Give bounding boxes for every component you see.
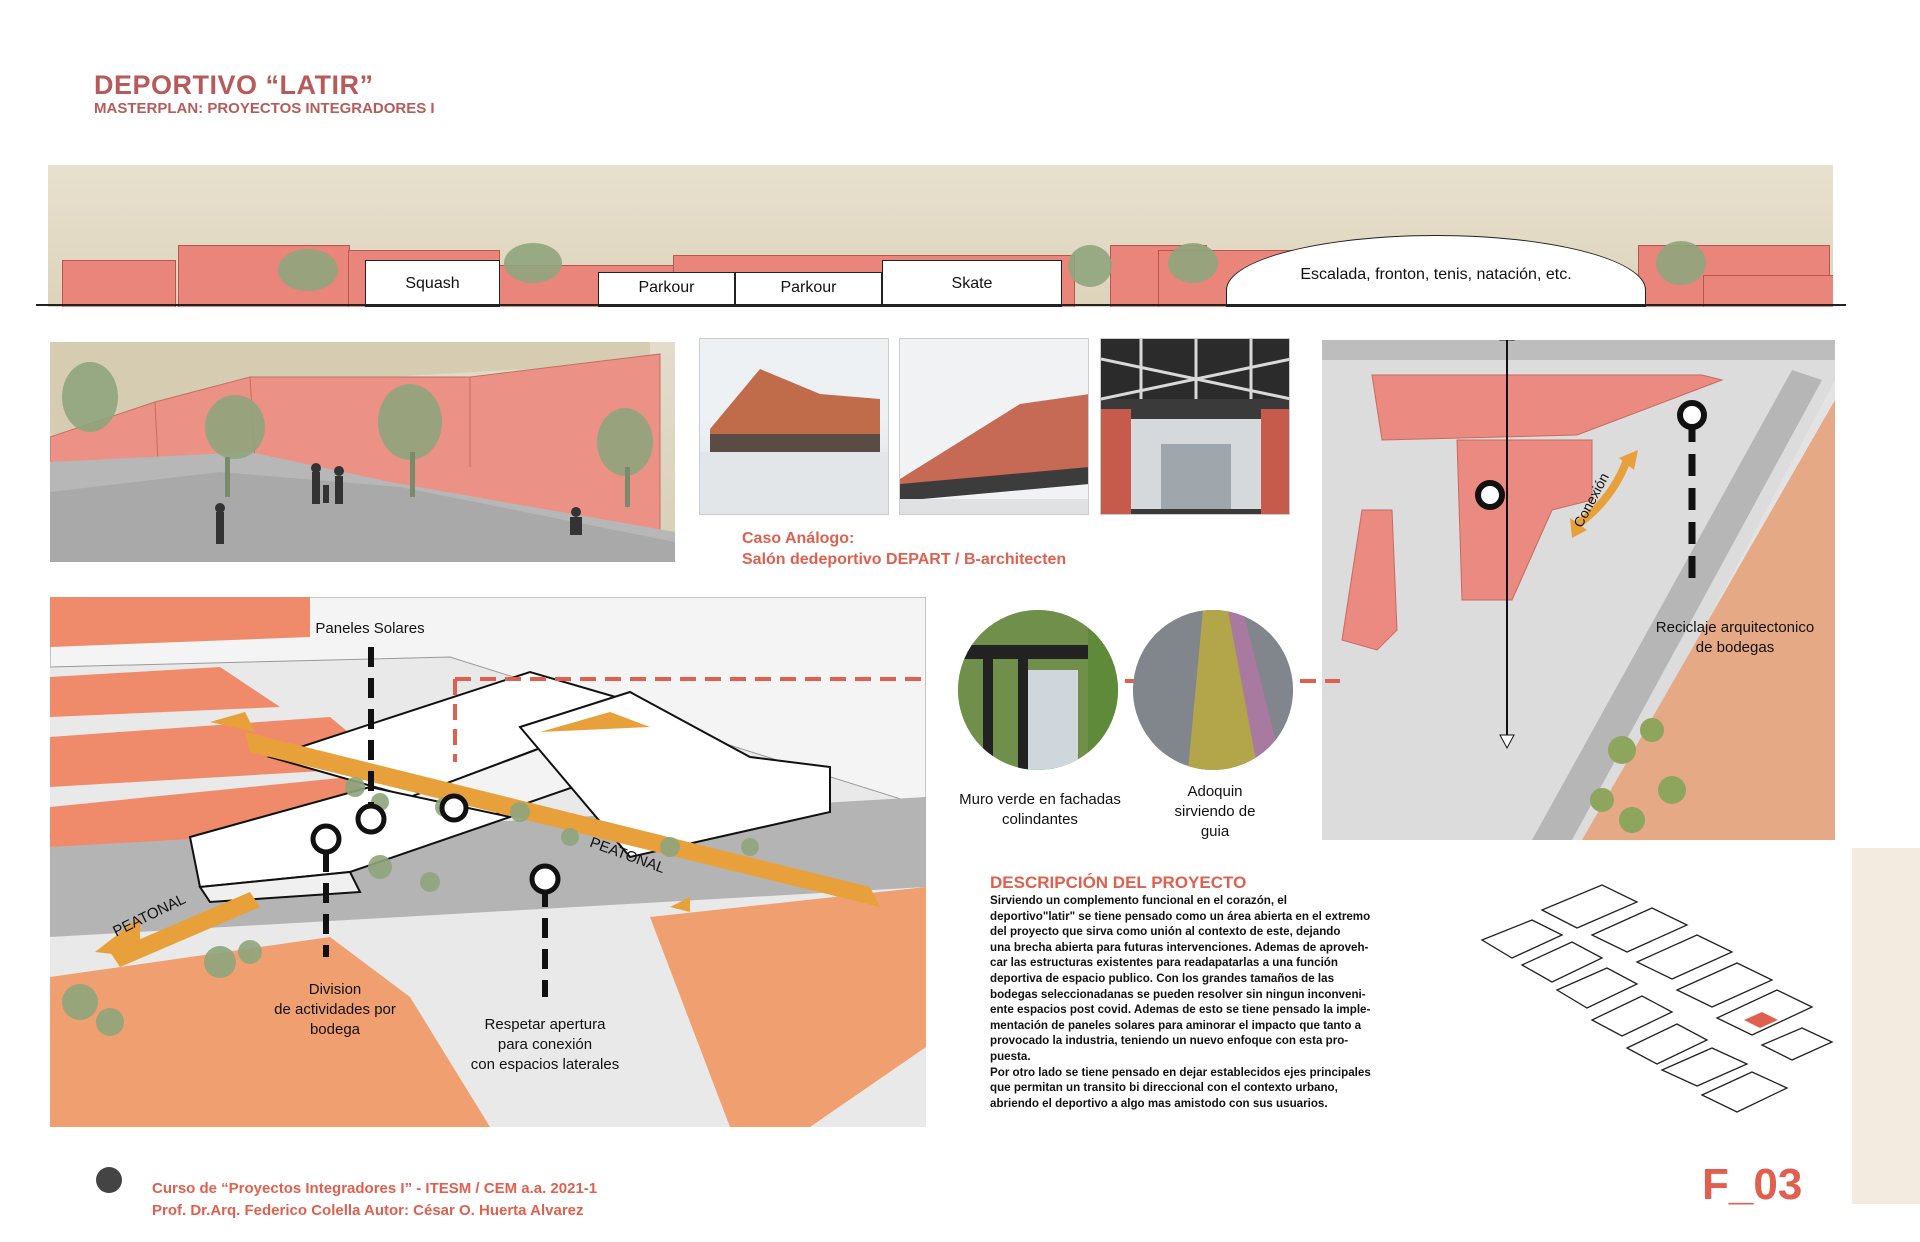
elevation-drawing: Squash Parkour Parkour Skate Escalada, f… (48, 165, 1833, 307)
site-plan-drawing (1322, 340, 1835, 840)
description-line: del proyecto que sirva como unión al con… (990, 925, 1341, 939)
photo-drawing (900, 394, 1088, 514)
respetar-line: con espacios laterales (470, 1056, 620, 1073)
reciclaje-line: de bodegas (1695, 639, 1775, 656)
muro-line: colindantes (1002, 811, 1078, 828)
tree (504, 243, 562, 283)
caso-analogo-line2: Salón dedeportivo DEPART / B-architecten (742, 551, 1067, 568)
footer-authors: Prof. Dr.Arq. Federico Colella Autor: Cé… (152, 1202, 584, 1219)
description-line: Por otro lado se tiene pensado en dejar … (990, 1065, 1371, 1079)
description-line: bodegas seleccionadanas se pueden resolv… (990, 987, 1366, 1001)
perspective-drawing (50, 342, 675, 562)
division-line: bodega (309, 1021, 361, 1038)
division-line: Division (308, 981, 362, 998)
footer-course: Curso de “Proyectos Integradores I” - IT… (152, 1180, 598, 1197)
page-title: DEPORTIVO “LATIR” (94, 70, 374, 100)
description-heading: DESCRIPCIÓN DEL PROYECTO (990, 873, 1247, 892)
caso-analogo-caption: Caso Análogo: Salón dedeportivo DEPART /… (742, 528, 1066, 570)
muro-line: Muro verde en fachadas (959, 791, 1121, 808)
volume-parkour-1: Parkour (598, 272, 735, 307)
reciclaje-label: Reciclaje arquitectonico de bodegas (1640, 618, 1830, 658)
photo-depart-exterior (699, 338, 889, 515)
volume-parkour-2: Parkour (735, 272, 882, 307)
adoquin-line: Adoquin (1187, 783, 1243, 800)
adoquin-line: guia (1200, 823, 1230, 840)
axonometric-drawing: Paneles Solares PEATONAL PEATONAL Divisi… (50, 597, 926, 1127)
photo-drawing (958, 610, 1118, 770)
photo-drawing (1101, 339, 1289, 514)
photo-drawing (700, 369, 888, 514)
urban-context-diagram (1480, 884, 1834, 1113)
side-decoration (1852, 848, 1920, 1204)
tree (1168, 243, 1218, 283)
adoquin-photo (1133, 610, 1293, 770)
volume-skate: Skate (882, 260, 1062, 307)
paneles-solares-label: Paneles Solares (315, 620, 425, 637)
respetar-line: Respetar apertura (484, 1016, 606, 1033)
description-line: Sirviendo un complemento funcional en el… (990, 894, 1287, 907)
elevation-block (1703, 275, 1833, 307)
description-line: mentación de paneles solares para aminor… (990, 1018, 1362, 1032)
photo-depart-interior (1100, 338, 1290, 515)
ground-line (36, 304, 1846, 306)
muro-verde-photo (958, 610, 1118, 770)
volume-squash: Squash (365, 260, 500, 307)
photo-depart-facade (899, 338, 1089, 515)
reciclaje-line: Reciclaje arquitectonico (1655, 619, 1815, 636)
description-line: deportiva de espacio publico. Con los gr… (990, 971, 1335, 985)
perspective-render (50, 342, 675, 562)
description-line: puesta. (990, 1049, 1031, 1063)
page-code: F_03 (1702, 1160, 1803, 1209)
tree (1068, 245, 1112, 287)
axonometric-svg (50, 597, 926, 1127)
description-line: deportivo"latir" se tiene pensado como u… (990, 909, 1371, 923)
description-line: provocado la industria, teniendo un nuev… (990, 1034, 1349, 1048)
division-line: de actividades por (274, 1001, 396, 1018)
description-line: abriendo el deportivo a algo mas amistod… (990, 1096, 1328, 1110)
muro-verde-label: Muro verde en fachadas colindantes (945, 790, 1135, 830)
description-line: car las estructuras existentes para read… (990, 956, 1338, 970)
page-subtitle: MASTERPLAN: PROYECTOS INTEGRADORES I (94, 100, 435, 117)
description-line: que permitan un transito bi direccional … (990, 1081, 1338, 1095)
description-body: Sirviendo un complemento funcional en el… (990, 893, 1430, 1111)
volume-escalada: Escalada, fronton, tenis, natación, etc. (1226, 235, 1646, 307)
site-plan: Conexión Reciclaje arquitectonico de bod… (1322, 340, 1835, 840)
caso-analogo-line1: Caso Análogo: (742, 530, 855, 547)
itesm-logo-icon (96, 1167, 122, 1193)
respetar-line: para conexión (497, 1036, 593, 1053)
division-label: Division de actividades por bodega (250, 980, 420, 1040)
tree (278, 249, 338, 291)
description-line: una brecha abierta para futuras interven… (990, 940, 1369, 954)
photo-drawing (1133, 610, 1293, 770)
elevation-block (62, 260, 176, 307)
respetar-label: Respetar apertura para conexión con espa… (450, 1015, 640, 1075)
adoquin-line: sirviendo de (1174, 803, 1256, 820)
adoquin-label: Adoquin sirviendo de guia (1150, 782, 1280, 842)
tree (1656, 241, 1706, 285)
description-line: ente espacios post covid. Ademas de esto… (990, 1003, 1371, 1017)
